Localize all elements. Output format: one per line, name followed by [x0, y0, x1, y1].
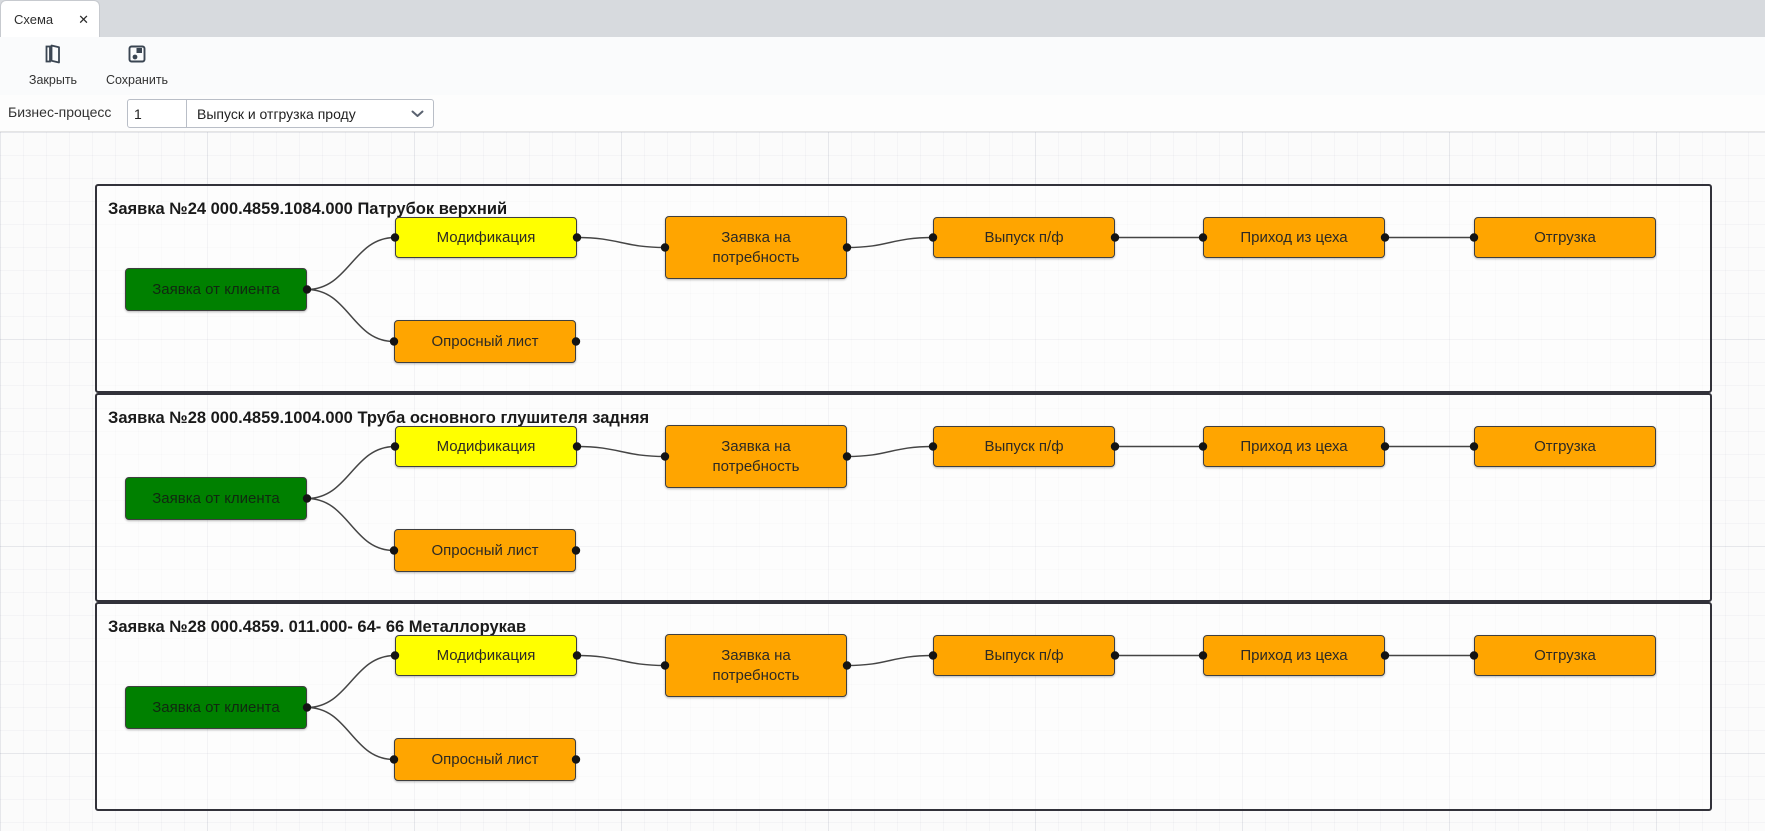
door-close-icon	[42, 40, 64, 70]
diagram-node-demand-request[interactable]: Заявка на потребность	[665, 425, 847, 488]
diagram-node-semi-output[interactable]: Выпуск п/ф	[933, 217, 1115, 258]
business-process-label: Бизнес-процесс	[8, 104, 112, 120]
swimlane-title: Заявка №24 000.4859.1084.000 Патрубок ве…	[108, 200, 508, 218]
diagram-node-questionnaire[interactable]: Опросный лист	[394, 529, 576, 572]
diagram-node-demand-request[interactable]: Заявка на потребность	[665, 216, 847, 279]
diagram-node-shop-arrival[interactable]: Приход из цеха	[1203, 217, 1385, 258]
close-button[interactable]: Закрыть	[18, 40, 88, 92]
diagram-node-semi-output[interactable]: Выпуск п/ф	[933, 426, 1115, 467]
save-icon	[126, 40, 148, 70]
business-process-number-input[interactable]	[127, 99, 187, 128]
diagram-node-modification[interactable]: Модификация	[395, 426, 577, 467]
tab-schema[interactable]: Схема ✕	[0, 0, 100, 37]
diagram-node-questionnaire[interactable]: Опросный лист	[394, 738, 576, 781]
diagram-node-client-request[interactable]: Заявка от клиента	[125, 686, 307, 729]
diagram-node-shop-arrival[interactable]: Приход из цеха	[1203, 426, 1385, 467]
diagram-node-shipment[interactable]: Отгрузка	[1474, 635, 1656, 676]
swimlane-title: Заявка №28 000.4859. 011.000- 64- 66 Мет…	[108, 618, 527, 636]
close-button-label: Закрыть	[28, 73, 78, 87]
diagram-node-modification[interactable]: Модификация	[395, 217, 577, 258]
toolbar: Закрыть Сохранить О	[0, 37, 1765, 115]
business-process-select[interactable]: Выпуск и отгрузка проду	[186, 99, 434, 128]
tab-close-icon[interactable]: ✕	[78, 11, 89, 27]
swimlane-3	[95, 602, 1712, 811]
diagram-node-semi-output[interactable]: Выпуск п/ф	[933, 635, 1115, 676]
business-process-select-value: Выпуск и отгрузка проду	[197, 105, 356, 122]
diagram-node-demand-request[interactable]: Заявка на потребность	[665, 634, 847, 697]
diagram-node-questionnaire[interactable]: Опросный лист	[394, 320, 576, 363]
diagram-node-client-request[interactable]: Заявка от клиента	[125, 268, 307, 311]
tab-schema-label: Схема	[14, 11, 54, 27]
business-process-row: Бизнес-процесс Выпуск и отгрузка проду	[0, 95, 1765, 131]
save-button-label: Сохранить	[105, 73, 169, 87]
diagram-node-shipment[interactable]: Отгрузка	[1474, 426, 1656, 467]
diagram-node-modification[interactable]: Модификация	[395, 635, 577, 676]
swimlane-title: Заявка №28 000.4859.1004.000 Труба основ…	[108, 409, 650, 427]
diagram-node-shop-arrival[interactable]: Приход из цеха	[1203, 635, 1385, 676]
diagram-node-client-request[interactable]: Заявка от клиента	[125, 477, 307, 520]
chevron-down-icon	[411, 110, 424, 118]
diagram-node-shipment[interactable]: Отгрузка	[1474, 217, 1656, 258]
diagram-canvas[interactable]: Заявка №24 000.4859.1084.000 Патрубок ве…	[0, 131, 1765, 831]
swimlane-2	[95, 393, 1712, 602]
tab-strip: Схема ✕	[0, 0, 1765, 37]
save-button[interactable]: Сохранить	[98, 40, 176, 92]
